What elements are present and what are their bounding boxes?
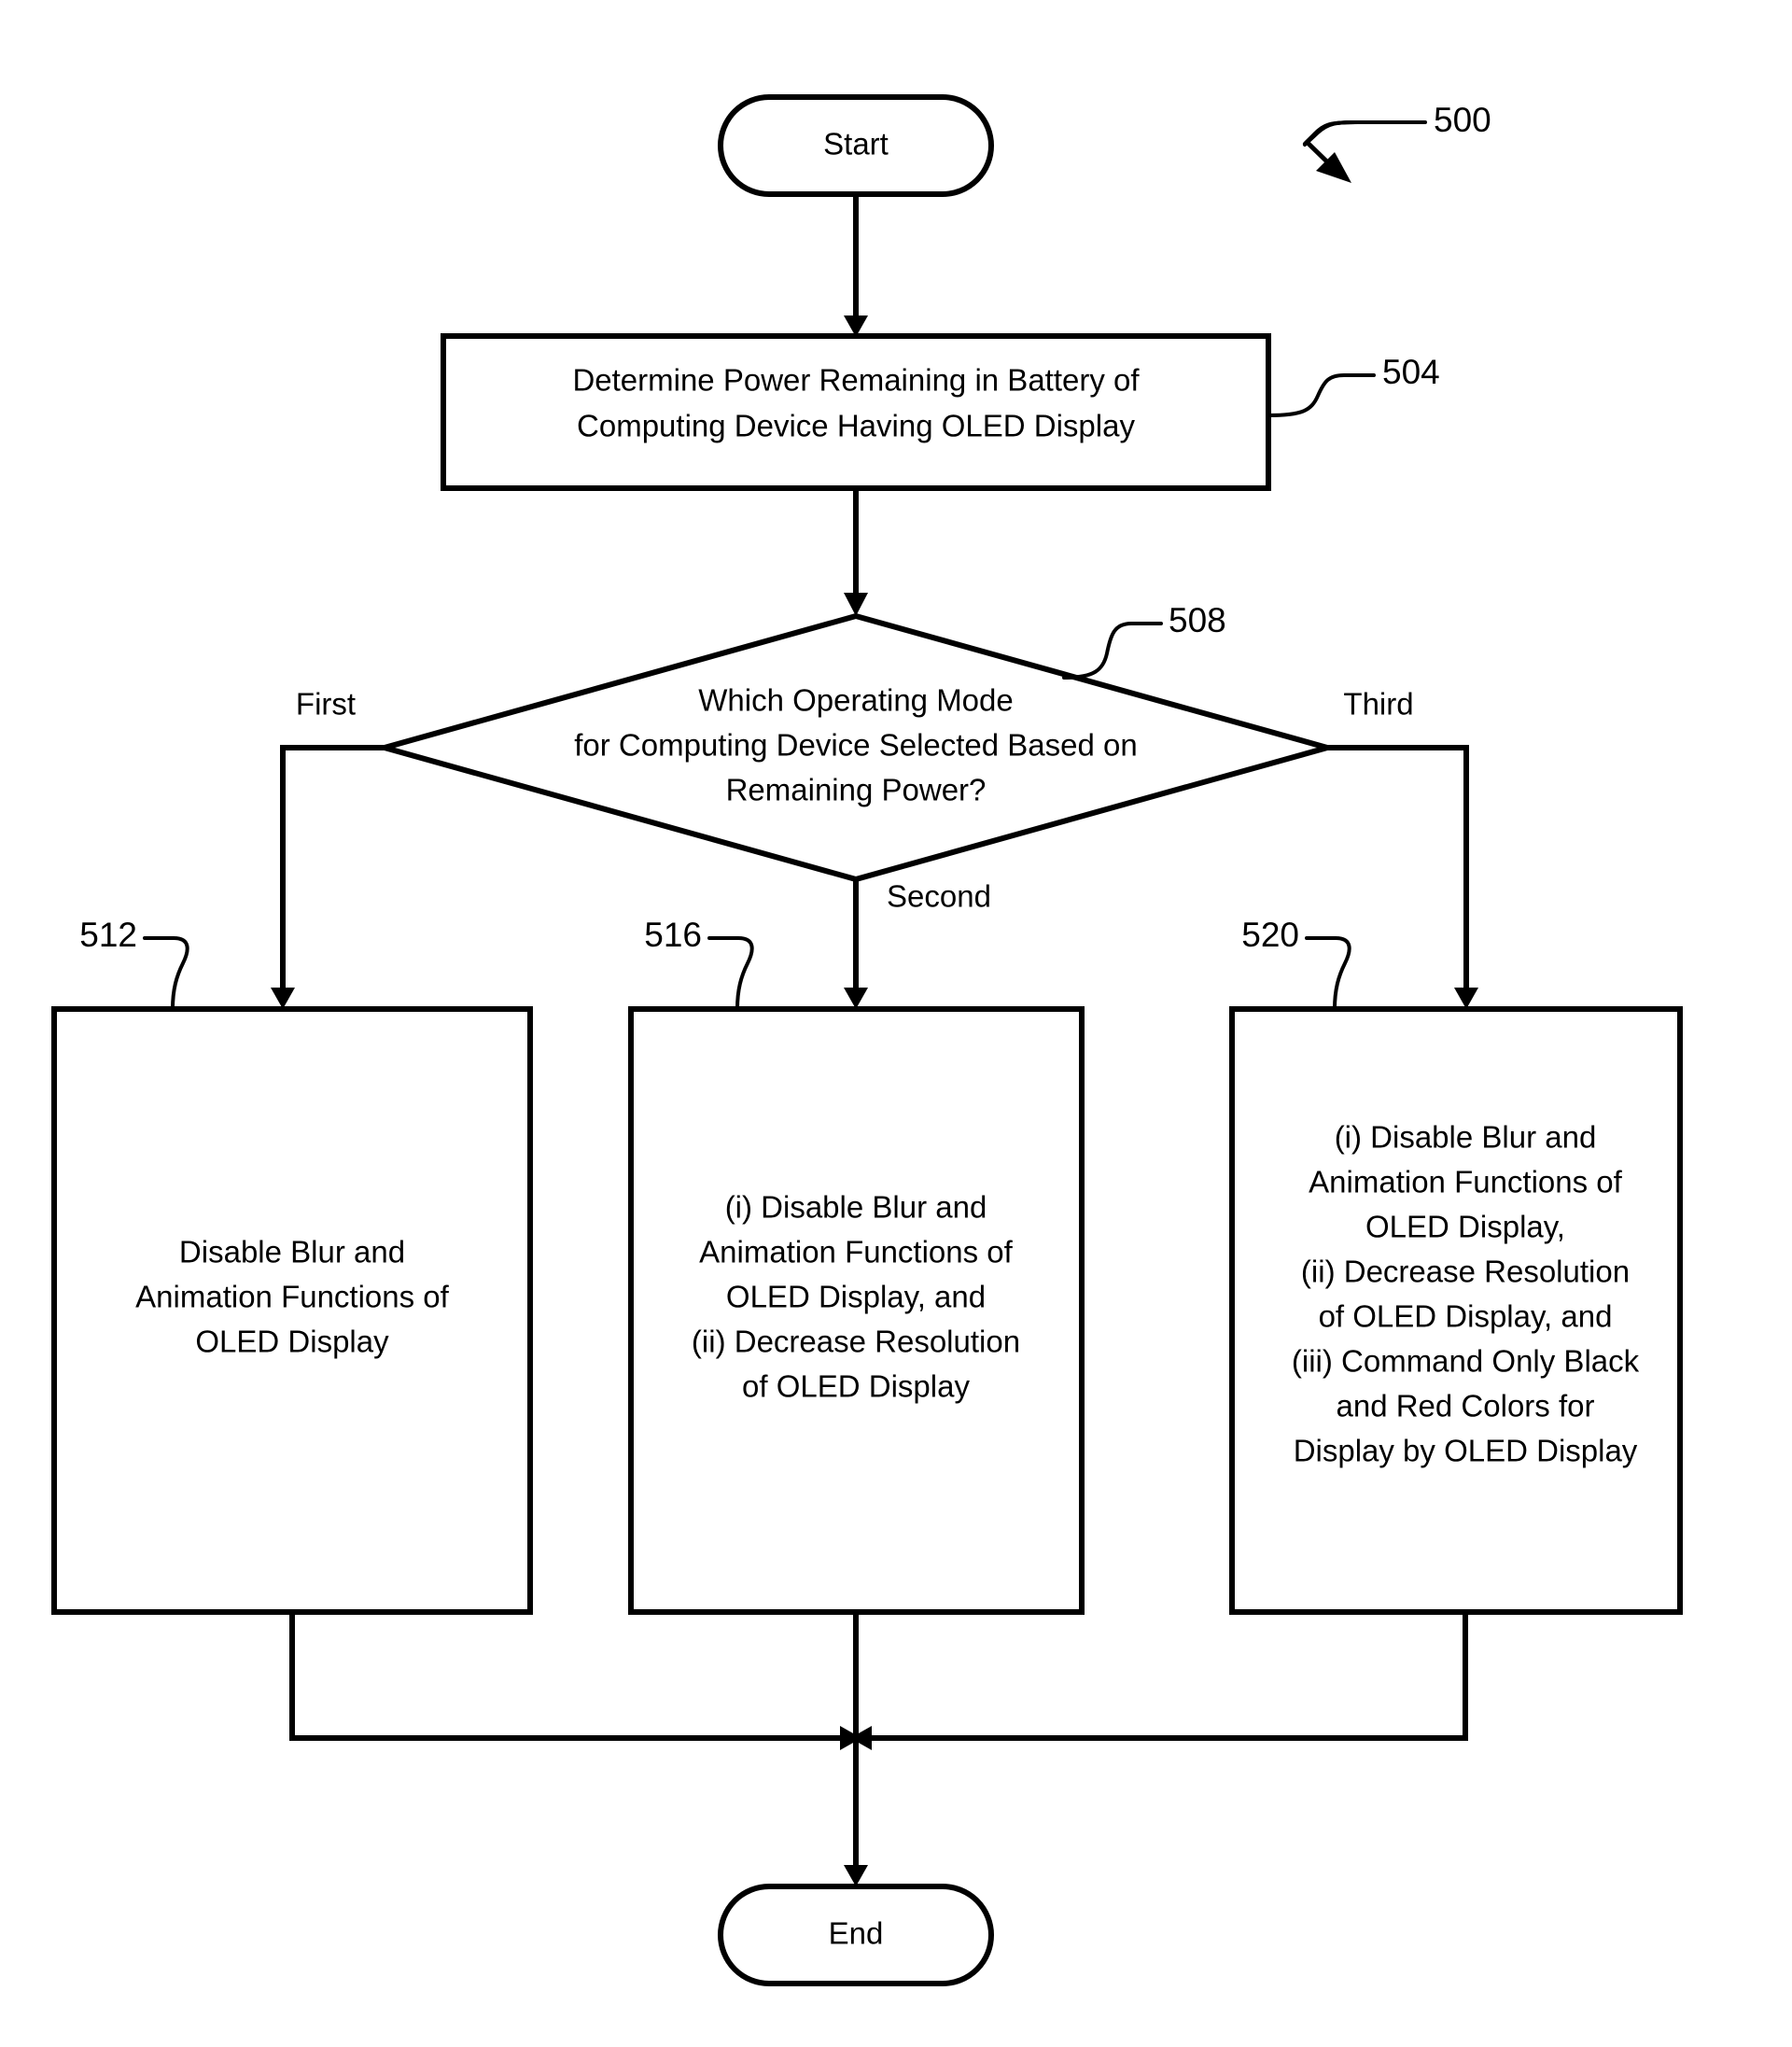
connector-path-left bbox=[280, 745, 385, 989]
arrow-head-down bbox=[844, 988, 868, 1009]
arrow-head-down bbox=[844, 1865, 868, 1886]
process-512-line-2: Animation Functions of bbox=[135, 1280, 450, 1314]
process-516-line-2: Animation Functions of bbox=[699, 1235, 1014, 1269]
process-520-line-6: (iii) Command Only Black bbox=[1292, 1344, 1640, 1379]
figure-reference-number: 500 bbox=[1434, 101, 1491, 139]
arrow-head-left bbox=[850, 1726, 872, 1750]
figure-500-leader-path bbox=[1303, 120, 1427, 147]
decision-508-leader-line bbox=[1062, 622, 1163, 680]
process-520-line-8: Display by OLED Display bbox=[1294, 1434, 1638, 1468]
process-504-reference-number: 504 bbox=[1382, 353, 1440, 391]
process-520-line-4: (ii) Decrease Resolution bbox=[1301, 1255, 1630, 1289]
end-terminal-fill bbox=[721, 1886, 991, 1984]
connector-508-to-520 bbox=[1327, 745, 1478, 1009]
process-520-line-2: Animation Functions of bbox=[1309, 1165, 1623, 1199]
arrow-head-down bbox=[271, 988, 295, 1009]
connector-504-to-508 bbox=[844, 488, 868, 616]
process-520-third-mode: (i) Disable Blur and Animation Functions… bbox=[1229, 916, 1683, 1615]
connector-520-to-merge bbox=[870, 1612, 1468, 1741]
end-terminal: End bbox=[718, 1884, 994, 1986]
process-516-line-4: (ii) Decrease Resolution bbox=[692, 1325, 1020, 1359]
arrow-head-down bbox=[844, 593, 868, 616]
process-520-line-1: (i) Disable Blur and bbox=[1335, 1120, 1597, 1155]
process-512-first-mode: Disable Blur and Animation Functions of … bbox=[51, 916, 533, 1615]
decision-508-reference-number: 508 bbox=[1169, 601, 1226, 639]
process-512-line-1: Disable Blur and bbox=[179, 1235, 405, 1269]
connector-508-to-516 bbox=[844, 879, 868, 1009]
connector-512-to-merge bbox=[289, 1612, 842, 1741]
process-516-line-5: of OLED Display bbox=[742, 1369, 970, 1404]
end-terminal-outline bbox=[718, 1884, 994, 1986]
connector-path-right bbox=[1327, 745, 1469, 989]
start-terminal-label: Start bbox=[823, 127, 889, 161]
process-516-reference-number: 516 bbox=[644, 916, 702, 954]
end-terminal-label: End bbox=[829, 1916, 884, 1951]
start-terminal: Start bbox=[718, 94, 994, 197]
process-504-line-1: Determine Power Remaining in Battery of bbox=[572, 363, 1140, 398]
arrow-head-down bbox=[844, 315, 868, 337]
connector-508-to-512 bbox=[271, 745, 385, 1009]
process-516-line-1: (i) Disable Blur and bbox=[725, 1190, 987, 1225]
decision-508-operating-mode: Which Operating Mode for Computing Devic… bbox=[373, 601, 1338, 883]
process-520-line-7: and Red Colors for bbox=[1337, 1389, 1595, 1423]
decision-508-line-1: Which Operating Mode bbox=[698, 683, 1014, 718]
process-512-reference-number: 512 bbox=[79, 916, 137, 954]
figure-500-arrow-head bbox=[1316, 152, 1351, 183]
process-504-leader-line bbox=[1267, 373, 1376, 417]
process-516-leader-line bbox=[707, 936, 754, 1011]
process-520-line-3: OLED Display, bbox=[1365, 1210, 1565, 1244]
process-516-fill bbox=[631, 1009, 1082, 1612]
process-520-fill bbox=[1232, 1009, 1680, 1612]
process-504-determine-power: Determine Power Remaining in Battery of … bbox=[441, 333, 1440, 491]
decision-508-line-2: for Computing Device Selected Based on bbox=[574, 728, 1138, 763]
branch-label-first: First bbox=[296, 687, 356, 722]
branch-label-third: Third bbox=[1343, 687, 1413, 722]
connector-start-to-504 bbox=[844, 194, 868, 337]
process-520-line-5: of OLED Display, and bbox=[1319, 1299, 1613, 1334]
process-516-line-3: OLED Display, and bbox=[726, 1280, 986, 1314]
arrow-head-down bbox=[1454, 988, 1478, 1009]
merge-junction bbox=[289, 1612, 1468, 1886]
process-520-outline bbox=[1229, 1006, 1683, 1615]
process-504-fill bbox=[443, 336, 1268, 488]
process-516-second-mode: (i) Disable Blur and Animation Functions… bbox=[628, 916, 1085, 1615]
process-520-leader-line bbox=[1305, 936, 1351, 1011]
figure-reference-500: 500 bbox=[1303, 101, 1491, 183]
process-512-leader-line bbox=[143, 936, 189, 1011]
decision-508-line-3: Remaining Power? bbox=[726, 773, 987, 807]
process-512-line-3: OLED Display bbox=[195, 1325, 389, 1359]
start-terminal-fill bbox=[721, 97, 991, 194]
process-504-line-2: Computing Device Having OLED Display bbox=[577, 409, 1135, 443]
branch-label-second: Second bbox=[887, 879, 991, 914]
process-512-fill bbox=[54, 1009, 530, 1612]
process-520-reference-number: 520 bbox=[1241, 916, 1299, 954]
